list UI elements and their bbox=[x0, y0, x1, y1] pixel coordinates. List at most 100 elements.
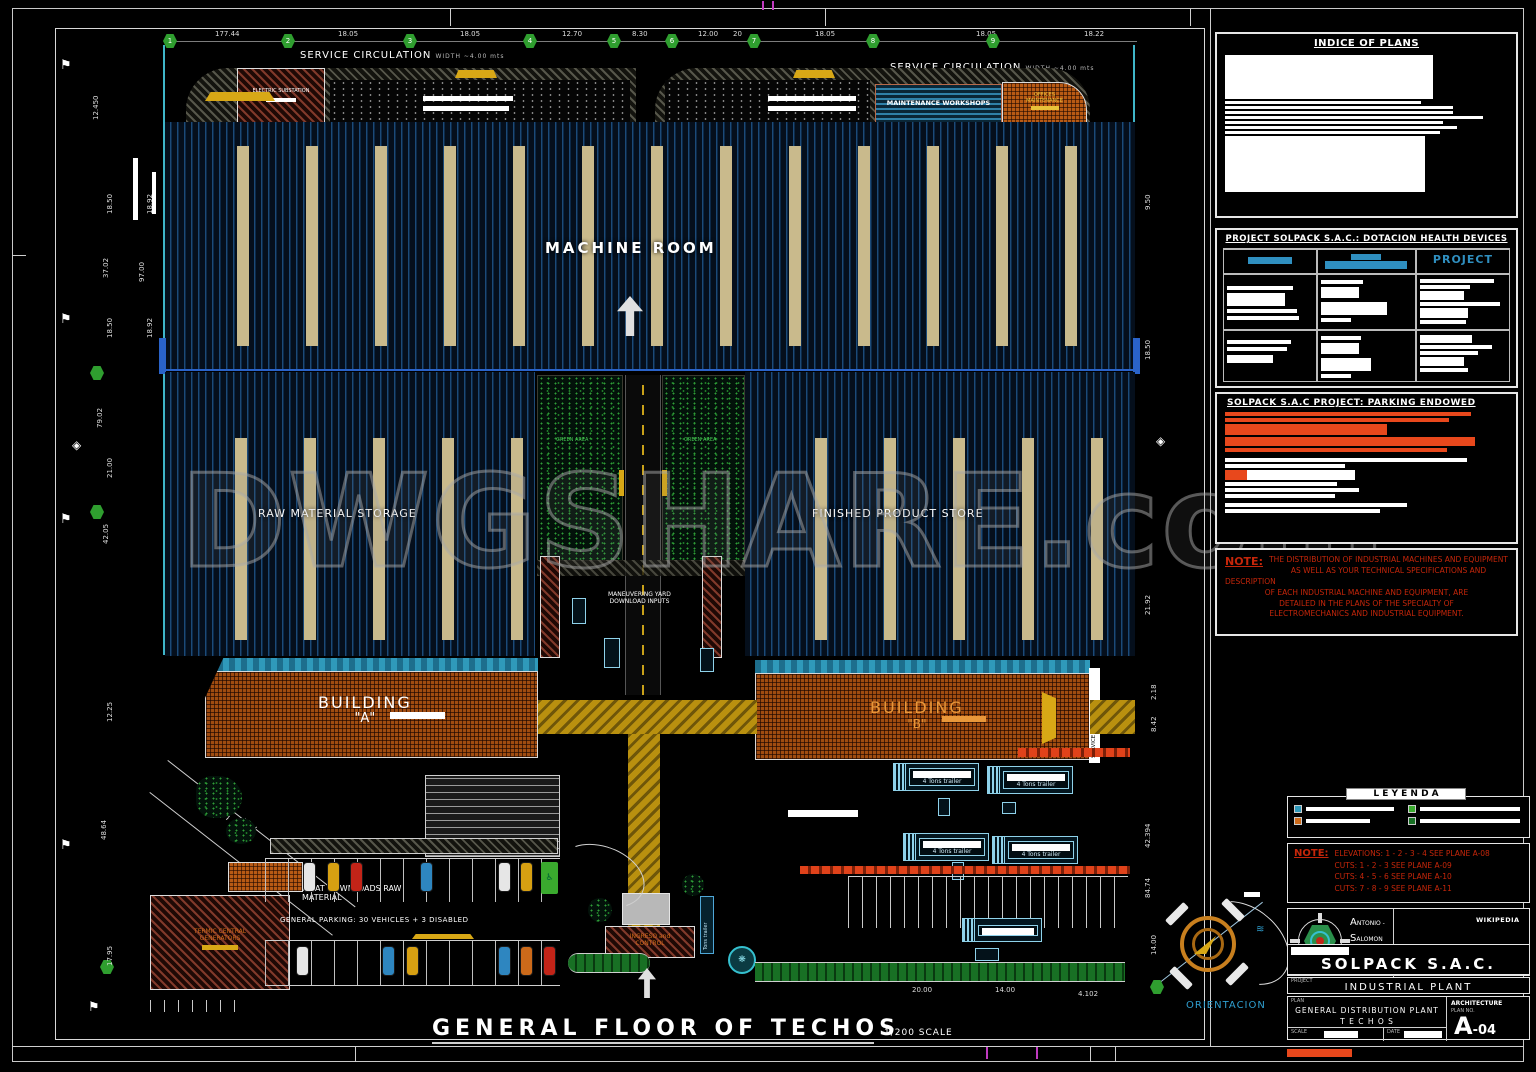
dim-top: 18.22 bbox=[1084, 30, 1105, 38]
compass-base-hex bbox=[1150, 980, 1164, 994]
plan-divider-v2 bbox=[1383, 1027, 1384, 1041]
road-yellow-east bbox=[1090, 700, 1135, 734]
dotacion-cell bbox=[1317, 274, 1416, 330]
magenta-tick bbox=[986, 1047, 988, 1059]
redacted-bar bbox=[923, 841, 981, 848]
panel-company: SOLPACK S.A.C. bbox=[1287, 944, 1530, 975]
dock-red-strip bbox=[800, 866, 1130, 874]
service-asphalt-right bbox=[665, 80, 870, 122]
legend-chip-green2 bbox=[1408, 817, 1416, 825]
road-yellow-center bbox=[538, 700, 757, 734]
guard-house bbox=[622, 893, 670, 925]
bush-cluster bbox=[226, 818, 256, 844]
redacted-line bbox=[1225, 116, 1483, 119]
truck-label: 4 Tons trailer bbox=[1021, 851, 1061, 858]
bench-yellow bbox=[205, 92, 275, 101]
redacted-bar bbox=[1030, 106, 1059, 110]
crosswalk bbox=[150, 1000, 240, 1012]
section-marker-icon: ◈ bbox=[72, 438, 82, 452]
garden-right bbox=[662, 375, 745, 561]
scale-label: SCALE bbox=[1291, 1029, 1308, 1035]
note-line: THE DISTRIBUTION OF INDUSTRIAL MACHINES … bbox=[1269, 555, 1508, 564]
redacted-line-orange bbox=[1225, 412, 1471, 416]
grid-bubble-label: 8 bbox=[870, 37, 876, 45]
bench-yellow bbox=[455, 70, 497, 78]
arch-label-line1: ARCHITECTURE bbox=[1451, 1000, 1503, 1007]
redacted-bar bbox=[768, 96, 856, 101]
note-line: ELECTROMECHANICS AND INDUSTRIAL EQUIPMEN… bbox=[1269, 609, 1464, 619]
grid-bubble: 3 bbox=[403, 34, 417, 48]
dim-left: 18.92 bbox=[146, 317, 154, 338]
grid-bubble-label: 4 bbox=[527, 37, 533, 45]
logo-letter-s: S bbox=[1350, 933, 1357, 944]
truck-cab bbox=[904, 834, 916, 860]
logo-divider bbox=[1393, 909, 1394, 977]
central-road-dashes bbox=[642, 375, 644, 695]
redacted-bar bbox=[390, 712, 445, 719]
dim-left: 12.25 bbox=[106, 701, 114, 722]
grid-bubble-left bbox=[90, 366, 104, 380]
dim-top: 177.44 bbox=[215, 30, 240, 38]
note-label: NOTE: bbox=[1225, 555, 1263, 568]
frame-tick bbox=[1090, 1046, 1091, 1062]
truck-trailer bbox=[978, 924, 1038, 936]
grid-bubble-label: 2 bbox=[285, 37, 291, 45]
magenta-tick bbox=[762, 1, 764, 10]
dim-left: 17.95 bbox=[106, 945, 114, 966]
road-gate-yellow bbox=[619, 470, 624, 496]
finished-store-columns bbox=[758, 438, 1126, 640]
note2-label: NOTE: bbox=[1294, 848, 1329, 859]
grid-bubble: 5 bbox=[607, 34, 621, 48]
note2-line: CUTS: 7 - 8 - 9 SEE PLANE A-11 bbox=[1334, 883, 1452, 893]
dotacion-table: PROJECT bbox=[1223, 248, 1510, 382]
redacted-line bbox=[1225, 106, 1453, 109]
dim-bottom: 20.00 bbox=[912, 986, 933, 994]
leyenda-title-tab: L E Y E N D A bbox=[1346, 788, 1466, 800]
dotacion-header-cell bbox=[1223, 249, 1318, 274]
dock-ramp-left bbox=[540, 556, 560, 658]
roundabout-circle: ❋ bbox=[728, 946, 756, 974]
service-width-text: WIDTH ~4.00 mts bbox=[435, 53, 505, 60]
compass-inner-ring bbox=[1192, 928, 1224, 960]
dotacion-cell bbox=[1317, 330, 1416, 382]
building-a-word: BUILDING bbox=[318, 693, 412, 712]
redacted-bar bbox=[982, 927, 1034, 935]
dim-left: 79.02 bbox=[96, 407, 104, 428]
dim-top: 20 bbox=[733, 30, 742, 38]
building-b-word: BUILDING bbox=[870, 698, 964, 717]
grid-bubble-label: 9 bbox=[990, 37, 996, 45]
west-gate-blue bbox=[159, 338, 166, 374]
redacted-line bbox=[1225, 121, 1443, 124]
car bbox=[498, 862, 511, 892]
east-gate-blue bbox=[1133, 338, 1140, 374]
note-lines: THE DISTRIBUTION OF INDUSTRIAL MACHINES … bbox=[1225, 555, 1508, 620]
truck-cab bbox=[963, 919, 975, 941]
legend-chip-orange bbox=[1294, 817, 1302, 825]
grid-bubble: 6 bbox=[665, 34, 679, 48]
forklift bbox=[938, 798, 950, 816]
sheet-title-underline bbox=[432, 1042, 874, 1044]
building-b-letter: "B" bbox=[907, 717, 927, 731]
car bbox=[327, 862, 340, 892]
magenta-tick bbox=[1036, 1047, 1038, 1059]
forklift bbox=[700, 648, 714, 672]
redacted-line-orange bbox=[1225, 437, 1475, 446]
company-name: SOLPACK S.A.C. bbox=[1321, 955, 1496, 973]
grid-bubble: 2 bbox=[281, 34, 295, 48]
maintenance-workshops-box: MAINTENANCE WORKSHOPS bbox=[875, 84, 1002, 124]
grid-bubble-label: 5 bbox=[611, 37, 617, 45]
tree bbox=[588, 898, 612, 922]
entrance-hedge bbox=[568, 953, 650, 973]
compass-outer-ring bbox=[1180, 916, 1236, 972]
outer-frame bbox=[12, 8, 1524, 1062]
dotacion-title: PROJECT SOLPACK S.A.C.: DOTACION HEALTH … bbox=[1225, 234, 1508, 244]
compass: ≋ ORIENTACION bbox=[1150, 884, 1306, 1013]
truck: 4 Tons trailer bbox=[992, 836, 1078, 864]
truck-label: 4 Tons trailer bbox=[932, 848, 972, 855]
grid-bubble-label: 1 bbox=[167, 37, 173, 45]
benchmark-flag-icon: ⚑ bbox=[60, 838, 72, 853]
scale-value-redacted bbox=[1324, 1031, 1358, 1038]
panel-plan: PLAN GENERAL DISTRIBUTION PLANT T E C H … bbox=[1287, 996, 1530, 1041]
maneuvering-line2: DOWNLOAD INPUTS bbox=[609, 597, 670, 605]
